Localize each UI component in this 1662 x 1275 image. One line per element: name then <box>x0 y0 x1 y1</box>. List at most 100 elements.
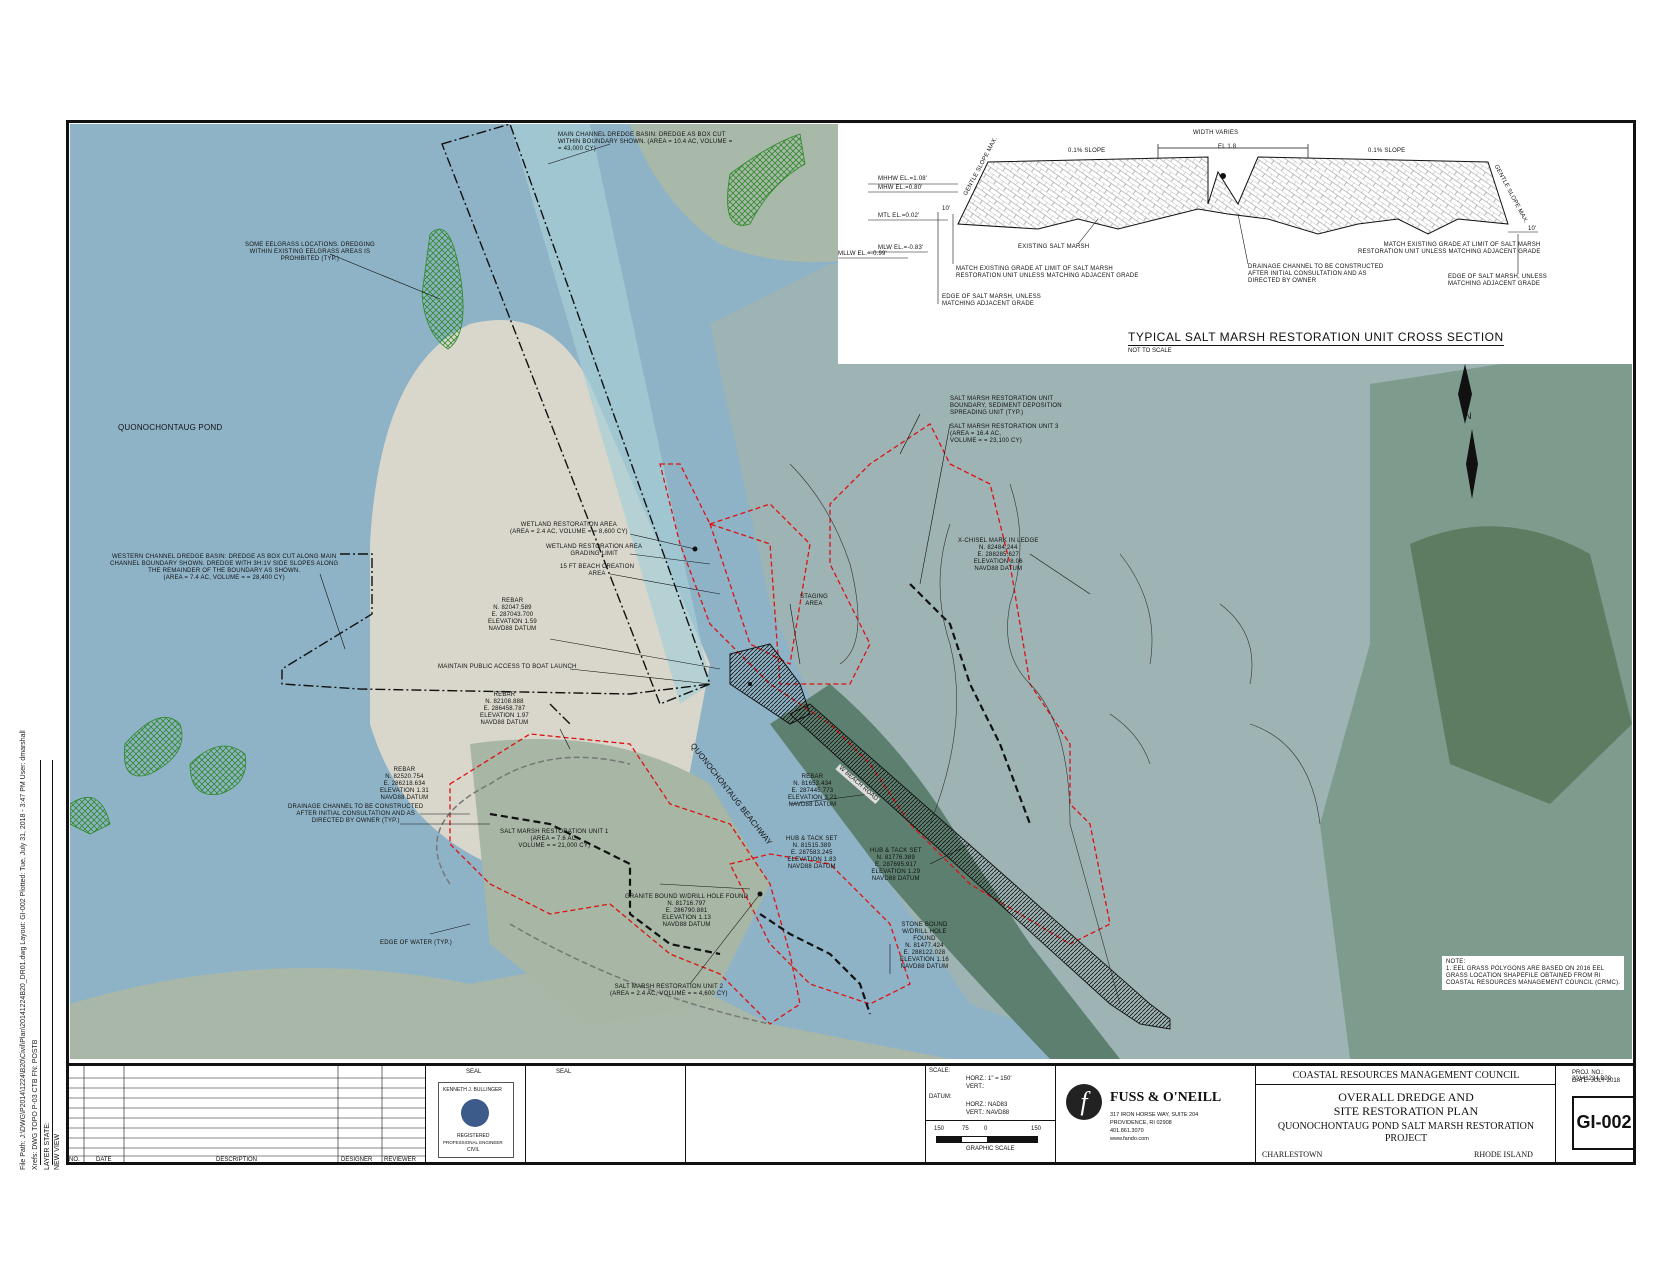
xrefs-text: Xrefs: DWG TOPO P-03 CTB FN: POSTB <box>32 1039 39 1170</box>
rebar3-label: REBAR N. 82520.754 E. 286218.634 ELEVATI… <box>380 767 429 801</box>
survey-line <box>1249 723 1321 825</box>
left-slope-label: 0.1% SLOPE <box>1068 148 1106 154</box>
leader-line <box>659 883 751 890</box>
unit2-boundary <box>729 853 911 1005</box>
hub-tack2-label: HUB & TACK SET N. 81776.389 E. 287695.91… <box>870 848 922 882</box>
rev-header-date: DATE <box>96 1157 112 1163</box>
central-marsh <box>470 739 770 1024</box>
survey-point <box>692 546 698 552</box>
mhhw-label: MHHW EL.=1.08' <box>878 176 928 182</box>
revision-grid <box>66 1066 426 1165</box>
survey-line <box>1007 483 1121 1005</box>
state: RHODE ISLAND <box>1474 1150 1533 1159</box>
company-logo-icon: f <box>1066 1084 1102 1120</box>
project-name-1: QUONOCHONTAUG POND SALT MARSH RESTORATIO… <box>1277 1121 1535 1132</box>
survey-point <box>748 682 752 686</box>
drawing-title-1: OVERALL DREDGE AND <box>1338 1090 1474 1104</box>
datum-vert: VERT.: NAVD88 <box>966 1110 1010 1116</box>
leader-line <box>629 553 711 565</box>
leader-line <box>919 423 951 585</box>
western-channel-boundary-tail <box>549 703 571 725</box>
datum-horz: HORZ.: NAD83 <box>966 1102 1008 1108</box>
scale-tick: 0 <box>984 1126 988 1132</box>
edge-right-label: EDGE OF SALT MARSH, UNLESS MATCHING ADJA… <box>1448 274 1547 287</box>
map-canvas: N <box>70 124 1632 1059</box>
seal-label: SEAL <box>466 1069 482 1075</box>
pond-label: QUONOCHONTAUG POND <box>118 423 223 432</box>
drainage-channel <box>489 812 721 956</box>
edge-water-label: EDGE OF WATER (TYP.) <box>380 940 452 946</box>
client-name: COASTAL RESOURCES MANAGEMENT COUNCIL <box>1292 1070 1520 1081</box>
scale-horz: HORZ.: 1" = 150' <box>966 1076 1012 1082</box>
wetland-boundary <box>709 503 811 665</box>
drainage-channel <box>909 583 1032 825</box>
seal-cell-2: SEAL <box>526 1066 686 1165</box>
main-channel-boundary <box>441 124 711 705</box>
seal-cell-1: SEAL KENNETH J. BULLINGER REGISTERED PRO… <box>426 1066 526 1165</box>
cross-section-subtitle: NOT TO SCALE <box>1128 348 1172 354</box>
mtl-label: MTL EL.=0.02' <box>878 213 920 219</box>
survey-point <box>757 891 763 897</box>
sand-flat <box>370 320 710 866</box>
rebar2-label: REBAR N. 82108.888 E. 286458.787 ELEVATI… <box>480 692 529 726</box>
svg-text:N: N <box>1465 411 1472 421</box>
scale-tick: 150 <box>934 1126 945 1132</box>
survey-line <box>1219 603 1253 685</box>
water-line <box>868 183 958 193</box>
mlw-label: MLW EL.=-0.83' <box>878 245 924 251</box>
revision-table: No. DATE DESCRIPTION DESIGNER REVIEWER <box>66 1066 426 1165</box>
drawing-title-2: SITE RESTORATION PLAN <box>1333 1104 1479 1118</box>
survey-line <box>789 463 859 665</box>
cross-section-drawing <box>838 144 1538 304</box>
match-left-label: MATCH EXISTING GRADE AT LIMIT OF SALT MA… <box>956 266 1139 279</box>
forest-patch <box>1410 526 1632 804</box>
drainage-channel-point <box>1220 173 1226 179</box>
unit3-label: SALT MARSH RESTORATION UNIT 3 (AREA = 16… <box>950 424 1059 444</box>
staging-label: STAGING AREA <box>800 594 828 607</box>
public-access-label: MAINTAIN PUBLIC ACCESS TO BOAT LAUNCH <box>438 664 577 670</box>
leader-line <box>1029 553 1091 595</box>
leader-line <box>929 843 971 865</box>
address-2: PROVIDENCE, RI 02908 <box>1110 1120 1172 1126</box>
cross-section-title: TYPICAL SALT MARSH RESTORATION UNIT CROS… <box>1128 330 1504 346</box>
file-path-text: File Path: J:\DWG\P2014\1224\B20\Civil\P… <box>20 730 27 1170</box>
beachway-channel <box>770 684 1120 1059</box>
stamp-name: KENNETH J. BULLINGER <box>443 1087 502 1093</box>
company-cell: f FUSS & O'NEILL 317 IRON HORSE WAY, SUI… <box>1056 1066 1256 1165</box>
title-block: No. DATE DESCRIPTION DESIGNER REVIEWER S… <box>66 1063 1636 1168</box>
eelgrass-polygon <box>189 745 247 796</box>
rev-header-designer: DESIGNER <box>341 1157 373 1163</box>
leader-line <box>569 668 711 685</box>
eelgrass-polygon <box>421 228 464 350</box>
sheet-number: GI-002 <box>1576 1112 1632 1132</box>
layer-state-text: LAYER STATE: <box>44 1122 51 1170</box>
aerial-map[interactable]: N QUONOCHONTAUG POND MAIN CHANNEL DREDGE… <box>70 124 1632 1059</box>
mllw-label: MLLW EL.=-0.99' <box>838 251 887 257</box>
town: CHARLESTOWN <box>1262 1150 1323 1159</box>
beach-road <box>789 703 1171 1030</box>
rev-header-description: DESCRIPTION <box>216 1157 258 1163</box>
scale-label: SCALE: <box>929 1068 951 1074</box>
leader-line <box>899 413 921 455</box>
unit2-label: SALT MARSH RESTORATION UNIT 2 (AREA = 2.… <box>610 984 728 997</box>
blank-cell <box>686 1066 926 1165</box>
el-top-label: EL 1.8 <box>1218 144 1237 150</box>
leader-line <box>789 603 801 665</box>
scale-tick: 150 <box>1031 1126 1042 1132</box>
website: www.fando.com <box>1110 1136 1149 1142</box>
survey-line <box>1119 553 1153 665</box>
leader-line <box>629 533 696 550</box>
chisel-label: X-CHISEL MARK IN LEDGE N. 82484.244 E. 2… <box>958 538 1039 572</box>
rebar1-label: REBAR N. 82047.589 E. 287043.700 ELEVATI… <box>488 598 537 632</box>
leader-line <box>789 793 871 805</box>
sheet-date: DATE: JULY 2018 <box>1572 1078 1621 1084</box>
hub-tack1-label: HUB & TACK SET N. 81515.389 E. 287583.24… <box>786 836 838 870</box>
stamp-civil: CIVIL <box>467 1147 480 1153</box>
survey-line <box>929 523 957 825</box>
scale-vert: VERT.: <box>966 1084 985 1090</box>
unit1-label: SALT MARSH RESTORATION UNIT 1 (AREA = 7.… <box>500 829 609 849</box>
leader-line <box>429 923 471 935</box>
drainage-label: DRAINAGE CHANNEL TO BE CONSTRUCTED AFTER… <box>288 804 424 824</box>
stamp-prof: PROFESSIONAL ENGINEER <box>443 1140 503 1145</box>
leader-line <box>689 893 761 985</box>
